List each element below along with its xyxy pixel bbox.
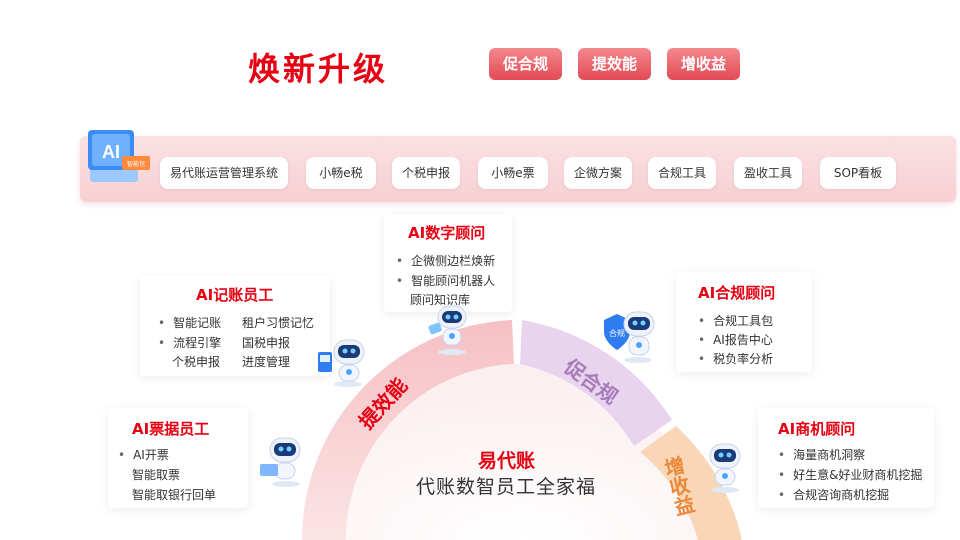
tag-compliance: 促合规 [489,48,563,80]
list-item: 租户习惯记忆 [242,316,315,330]
card-invoice-title: AI票据员工 [132,420,210,438]
robot-business-icon [702,440,748,498]
card-compliance [676,272,812,372]
list-item: •好生意&好业财商机挖掘 [778,468,923,482]
card-business-title: AI商机顾问 [778,420,856,438]
tag-revenue: 增收益 [667,48,741,80]
list-item: •税负率分析 [698,352,774,366]
arc-segment-compliance [520,320,672,446]
arc-segment-revenue [640,426,742,540]
ai-badge-text: AI [102,142,120,162]
card-digital-advisor [384,214,512,312]
list-item: 智能取票 [132,468,181,482]
list-item: 智能取银行回单 [132,488,217,502]
bar-item-xiaochang-etax[interactable]: 小畅e税 [306,157,376,189]
list-item: •智能记账 [158,316,222,330]
bar-item-revenue-tools[interactable]: 盈收工具 [734,157,802,189]
bar-item-iit-filing[interactable]: 个税申报 [392,157,460,189]
center-title: 易代账 [478,450,536,472]
ai-badge-tag: 智能包 [127,160,145,168]
shield-label: 合规 [609,328,625,338]
center-subtitle: 代账数智员工全家福 [416,476,597,498]
list-item: •合规工具包 [698,314,774,328]
tag-efficiency: 提效能 [578,48,652,80]
robot-invoice-icon [258,434,310,492]
list-item: •企微侧边栏焕新 [396,254,496,268]
list-item: •智能顾问机器人 [396,274,496,288]
bar-item-compliance-tools[interactable]: 合规工具 [648,157,716,189]
arc-segment-efficiency [301,320,514,540]
card-digital-advisor-title: AI数字顾问 [408,224,486,242]
list-item: •海量商机洞察 [778,448,866,462]
card-business [758,408,934,508]
page-title: 焕新升级 [248,50,389,88]
robot-digital-advisor-icon [428,302,476,360]
list-item: 国税申报 [242,336,291,350]
card-invoice [108,408,248,508]
bar-item-wecom-solution[interactable]: 企微方案 [564,157,632,189]
bar-item-xiaochang-einvoice[interactable]: 小畅e票 [478,157,548,189]
list-item: •AI开票 [118,448,169,462]
bar-item-ops-system[interactable]: 易代账运营管理系统 [160,157,288,189]
list-item: •合规咨询商机挖掘 [778,488,890,502]
list-item: 个税申报 [172,355,221,369]
list-item: 顾问知识库 [410,293,471,307]
robot-bookkeeping-icon [316,336,370,392]
card-bookkeeping-title: AI记账员工 [196,286,274,304]
card-compliance-title: AI合规顾问 [698,284,776,302]
list-item: •流程引擎 [158,336,222,350]
bar-item-sop-board[interactable]: SOP看板 [820,157,896,189]
list-item: •AI报告中心 [698,333,773,347]
list-item: 进度管理 [242,355,291,369]
robot-compliance-icon: 合规 [600,306,662,368]
card-bookkeeping [140,276,330,376]
ai-package-icon: AI 智能包 [86,126,156,190]
